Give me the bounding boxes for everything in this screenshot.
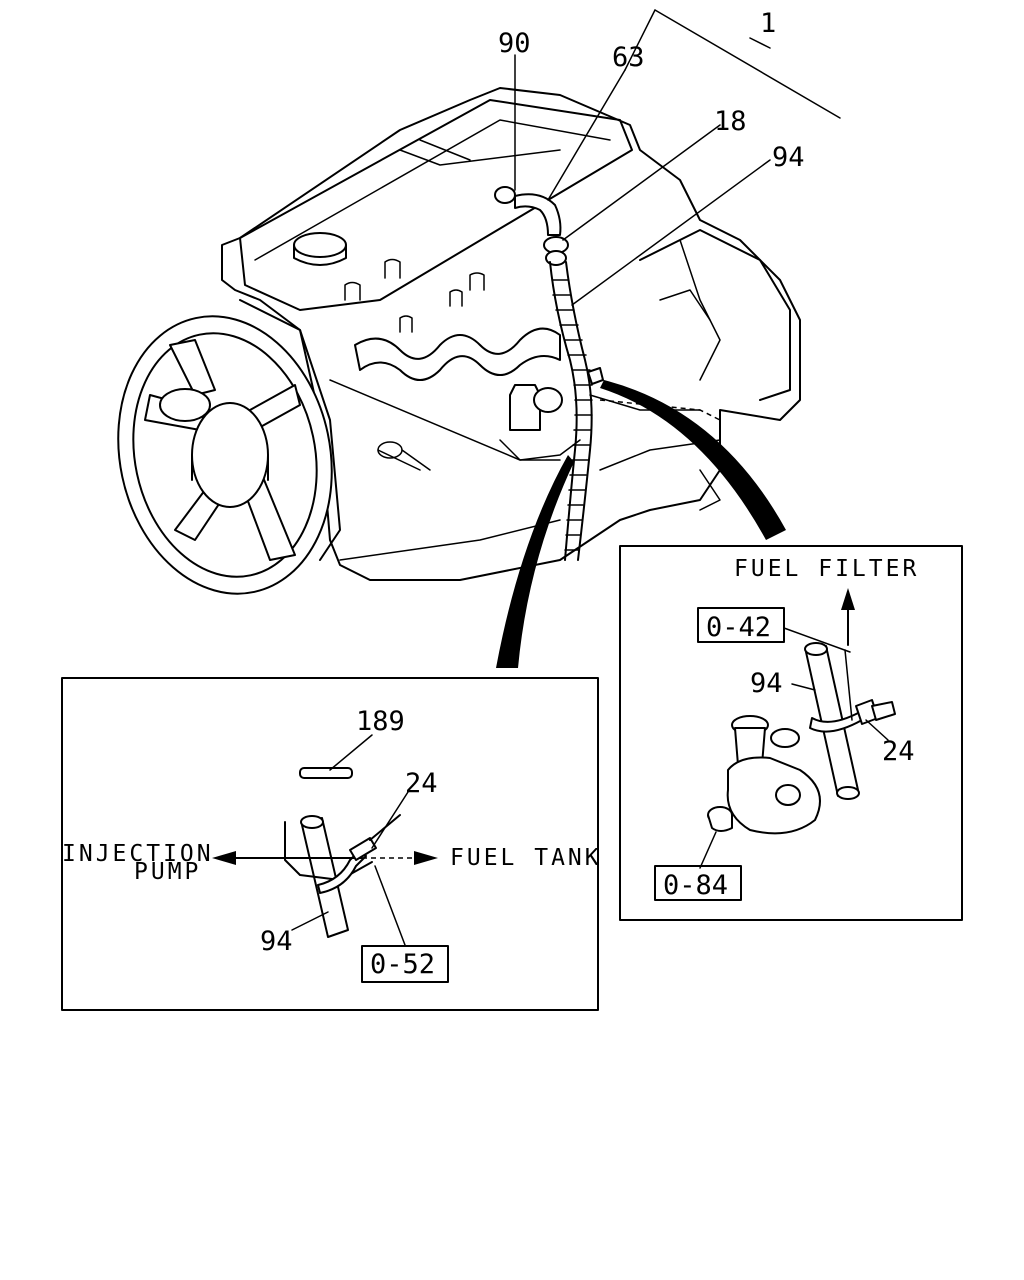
pointer-wedge-left [496,455,574,668]
ref-box-0-52: 0-52 [370,949,435,980]
callout-94-right: 94 [750,668,783,699]
callout-18: 18 [714,106,747,137]
callout-90: 90 [498,28,531,59]
callout-24-right: 24 [882,736,915,767]
main-leaders [514,9,841,306]
arrow-right-icon [414,851,438,865]
callout-1: 1 [760,8,776,39]
label-pump: PUMP [134,859,201,885]
arrow-left-icon [212,851,236,865]
callout-24-left: 24 [405,768,438,799]
detail-box-right [619,545,963,921]
callout-189: 189 [356,706,405,737]
detail-box-left [61,677,599,1011]
callout-94-left: 94 [260,926,293,957]
callout-63: 63 [612,42,645,73]
hose-assembly [494,186,701,561]
ref-box-0-42: 0-42 [706,612,771,643]
pointer-wedge-right [600,380,786,540]
fan-drawing [117,315,333,595]
label-fuel-tank: FUEL TANK [450,845,602,871]
label-fuel-filter: FUEL FILTER [734,556,919,582]
arrow-up-icon [841,588,855,610]
ref-box-0-84: 0-84 [663,870,728,901]
callout-94: 94 [772,142,805,173]
label-injection: INJECTION [62,841,214,867]
